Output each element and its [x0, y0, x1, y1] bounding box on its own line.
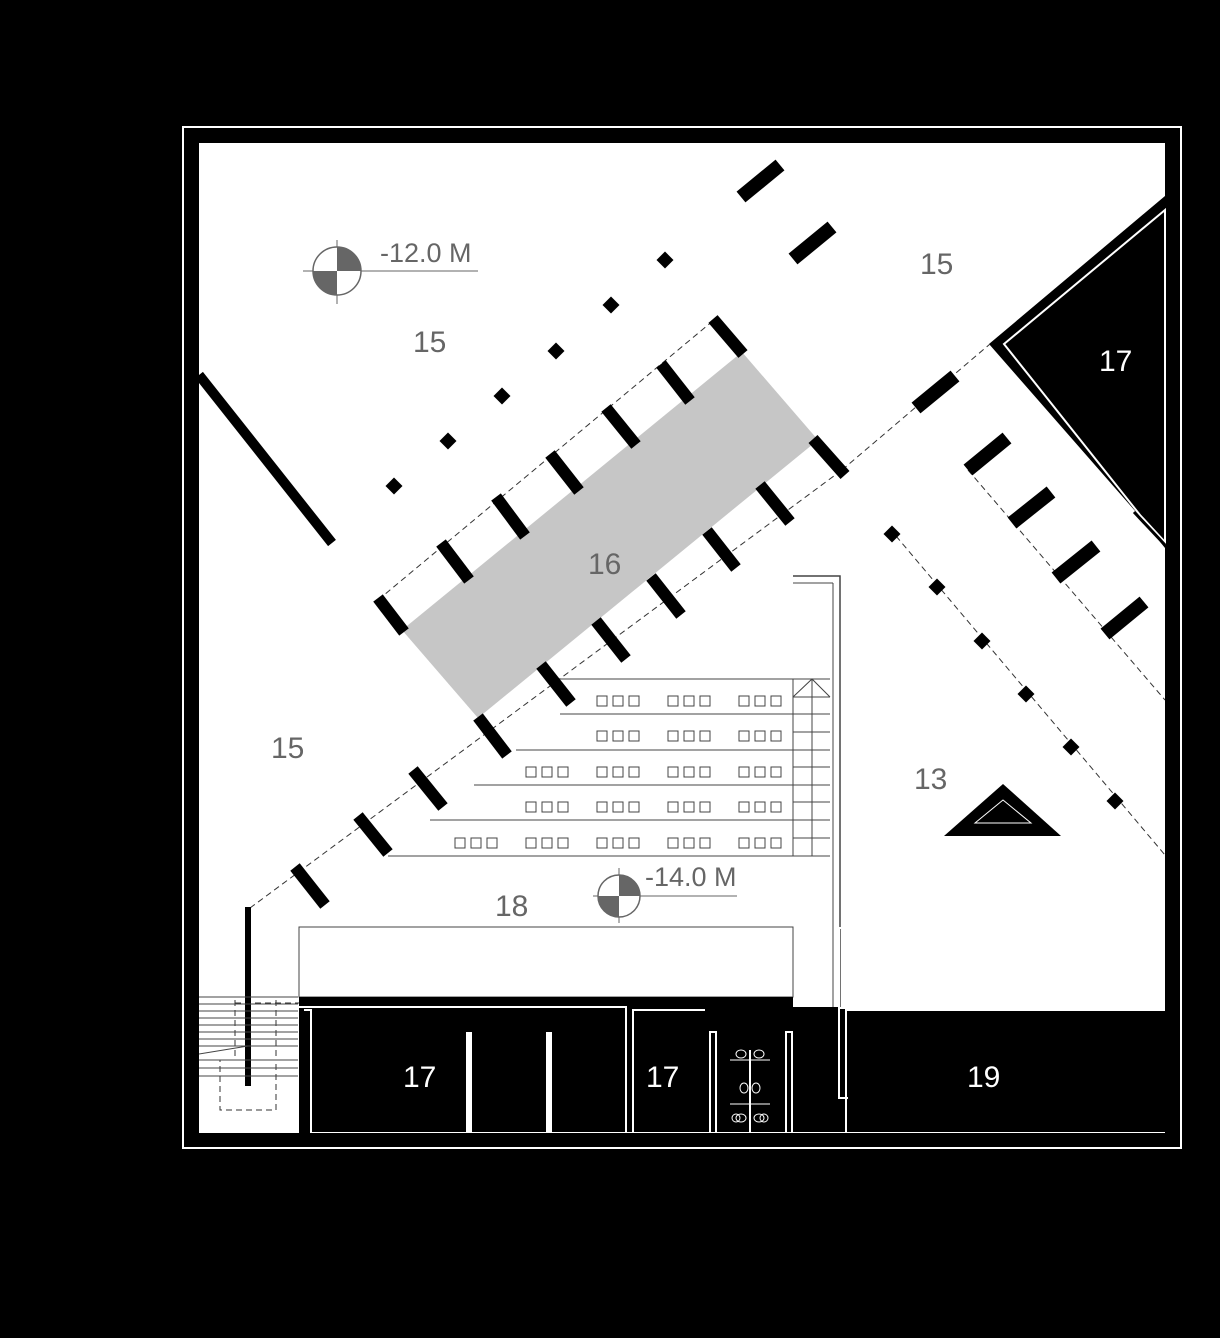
columns: [385, 251, 1124, 810]
level-label-upper: -12.0 M: [380, 238, 472, 268]
room-label-17-bottom-left: 17: [403, 1061, 436, 1094]
toilet-fixtures: [730, 1049, 770, 1133]
room-label-15-upper-left: 15: [413, 326, 446, 359]
stair-bottom-left: [199, 996, 298, 1077]
seat-row-4: [525, 801, 782, 813]
seat-row-3: [525, 766, 782, 778]
level-label-lower: -14.0 M: [645, 862, 737, 892]
room-label-19: 19: [967, 1061, 1000, 1094]
room-label-13: 13: [914, 763, 947, 796]
room-label-17-triangle: 17: [1099, 345, 1132, 378]
seat-row-2: [596, 730, 782, 742]
wall-segments: [199, 159, 1149, 1086]
seat-row-1: [596, 695, 782, 707]
floor-area: [199, 143, 1165, 1133]
void-16: [402, 352, 818, 718]
room-label-17-bottom-middle: 17: [646, 1061, 679, 1094]
room-label-15-upper-right: 15: [920, 248, 953, 281]
service-band: [299, 927, 1165, 1133]
triangle-marker-icon: [944, 784, 1061, 836]
stair-core-treads: [905, 944, 1050, 995]
seat-row-5: [454, 837, 782, 849]
outer-wall: [182, 126, 1182, 1149]
void-ribs: [290, 315, 850, 909]
level-marker-icon-upper: [303, 240, 478, 304]
stage-18: [298, 926, 794, 1007]
room-17-triangle: [1002, 207, 1167, 547]
room-label-18: 18: [495, 890, 528, 923]
room-label-15-left: 15: [271, 732, 304, 765]
level-marker-icon-lower: [593, 868, 737, 923]
room-label-16: 16: [588, 548, 621, 581]
seat-rows: [454, 695, 782, 849]
